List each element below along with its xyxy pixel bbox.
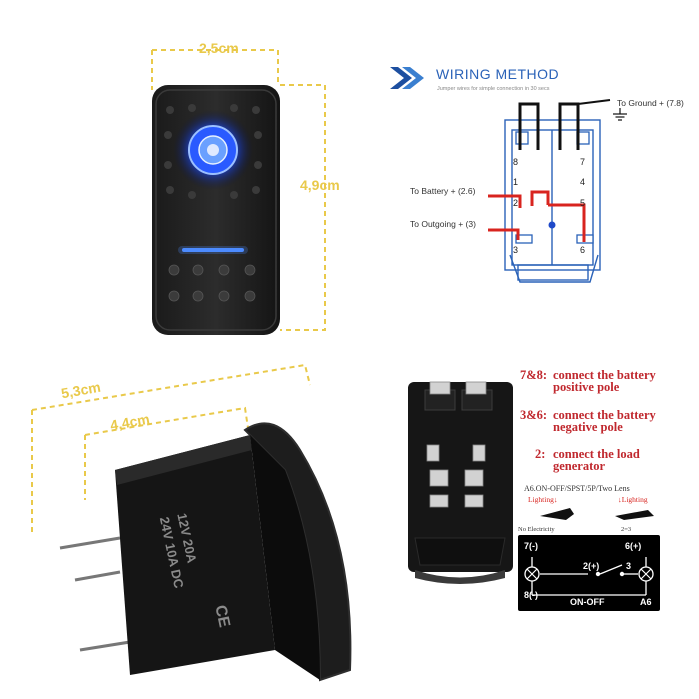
instr-text1-1: connect the battery (553, 368, 656, 382)
switch-front-illustration (151, 49, 326, 335)
dimension-width-top: 2,5cm (199, 40, 239, 56)
wiring-title: WIRING METHOD (436, 66, 560, 82)
ground-icon (613, 108, 627, 121)
schematic-box: 7(-) 6(+) 2(+) 3 8(-) ON-OFF A6 (518, 535, 660, 611)
jumper-wire-right (548, 203, 586, 242)
instr-text1-2: connect the battery (553, 408, 656, 422)
chevron-logo-icon (390, 67, 424, 89)
schematic-lighting-right: ↓Lighting (618, 495, 648, 504)
rocker-position-icons (540, 508, 654, 520)
schematic-model: A6 (640, 597, 652, 607)
rocker-right-icon (615, 510, 654, 520)
instr-text2-1: positive pole (553, 380, 620, 394)
schematic-mode: ON-OFF (570, 597, 605, 607)
instr-text1-3: connect the load (553, 447, 640, 461)
ground-leader (577, 99, 611, 105)
wiring-diagram: 8 7 1 4 2 5 3 6 (488, 99, 627, 283)
schematic-pin3: 3 (626, 561, 632, 571)
instr-key-2: 3&6: (520, 408, 548, 422)
switch-side-illustration: 12V 20A 24V 10A DC CE (31, 363, 352, 682)
instr-text2-3: generator (553, 459, 606, 473)
center-terminal (548, 221, 556, 229)
jumper-wire (530, 190, 550, 206)
schematic-pin8: 8(-) (524, 590, 538, 600)
schematic-lighting-left: Lighting↓ (528, 495, 558, 504)
arrow-down-icon: ↓ (618, 495, 622, 504)
bottom-dots (168, 264, 256, 302)
top-dots (164, 104, 262, 199)
indicator-strip (182, 248, 244, 252)
dim-line-width-outer (31, 363, 311, 411)
pin-1: 1 (513, 177, 518, 187)
no-electricity-label: No Electricity (518, 526, 555, 533)
dimension-height-top: 4,9cm (300, 177, 340, 193)
pin-4: 4 (580, 177, 585, 187)
schematic-pin2: 2(+) (583, 561, 600, 571)
pin-8: 8 (513, 157, 518, 167)
schematic-pin7: 7(-) (524, 541, 538, 551)
back-terminals (426, 381, 487, 508)
arrow-down-icon: ↓ (553, 495, 558, 504)
battery-wire (488, 194, 522, 208)
pin-6: 6 (580, 245, 585, 255)
pin-2: 2 (513, 198, 518, 208)
schematic-lines (524, 557, 654, 596)
outgoing-wire (488, 228, 520, 240)
pin-7: 7 (580, 157, 585, 167)
pin-5: 5 (580, 198, 585, 208)
lighting-right-label: Lighting (621, 495, 648, 504)
pin-3: 3 (513, 245, 518, 255)
ground-wire-right (558, 102, 580, 150)
label-ground: To Ground + (7.8) (617, 98, 684, 108)
schematic-header: A6.ON-OFF/SPST/5P/Two Lens (524, 484, 630, 493)
dim-line-height-top (280, 84, 326, 331)
label-battery: To Battery + (2.6) (410, 186, 476, 196)
ground-wire-left (518, 102, 540, 150)
back-body (408, 382, 513, 572)
instr-text2-2: negative pole (553, 420, 623, 434)
ce-mark: CE (211, 604, 232, 630)
lamp-left-icon (524, 566, 540, 582)
side-pins (59, 536, 131, 652)
equation-label: 2=3 (621, 526, 632, 533)
switch-back-illustration (408, 381, 513, 584)
side-body (115, 435, 275, 675)
schematic-pin6: 6(+) (625, 541, 642, 551)
rocker-left-icon (540, 508, 574, 520)
blueprint-frame (504, 119, 601, 283)
lamp-right-icon (638, 566, 654, 582)
label-outgoing: To Outgoing + (3) (410, 219, 476, 229)
instr-key-1: 7&8: (520, 368, 548, 382)
wiring-logo (388, 63, 428, 98)
wiring-subtitle: Jumper wires for simple connection in 30… (437, 86, 550, 92)
lighting-left-label: Lighting (528, 495, 554, 504)
dim-line-width-inner (84, 406, 249, 436)
instr-key-3: 2: (535, 447, 546, 461)
